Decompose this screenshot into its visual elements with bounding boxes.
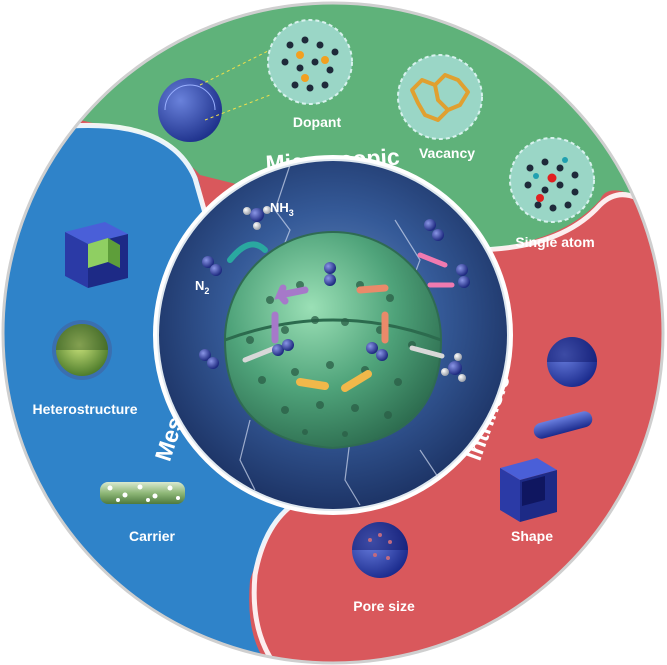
dopant-illustration: [158, 19, 353, 142]
microscopic-sector: [3, 3, 663, 250]
pink-arrow-1: [417, 252, 448, 268]
swirl-arrow: [227, 241, 268, 263]
tube-icon: [533, 411, 593, 439]
single-atom-illustration: [509, 137, 595, 223]
single-atom-label: Single atom: [515, 234, 594, 250]
nh3-label: NH3: [270, 200, 294, 218]
pore-size-label: Pore size: [353, 598, 415, 614]
n2-label: N2: [195, 278, 209, 296]
dopant-label: Dopant: [293, 114, 342, 130]
central-core: NH3 N2: [153, 155, 513, 515]
nh3-molecules: [243, 206, 466, 382]
carrier-label: Carrier: [129, 528, 175, 544]
carrier-tube-icon: [100, 482, 185, 504]
outflow-arrow: [409, 345, 445, 359]
pore-size-sphere-icon: [352, 522, 408, 578]
vacancy-label: Vacancy: [419, 145, 475, 161]
core-shell-cube-icon: [65, 222, 128, 288]
hollow-cube-icon: [500, 458, 557, 522]
hollow-sphere-icon: [547, 337, 597, 387]
vacancy-illustration: [397, 54, 483, 140]
inner-arrows: [271, 284, 389, 392]
inflow-arrow: [242, 345, 278, 363]
shape-label: Shape: [511, 528, 553, 544]
hetero-sphere-icon: [52, 320, 112, 380]
heterostructure-label: Heterostructure: [32, 401, 137, 417]
n2-molecules: [199, 219, 470, 369]
